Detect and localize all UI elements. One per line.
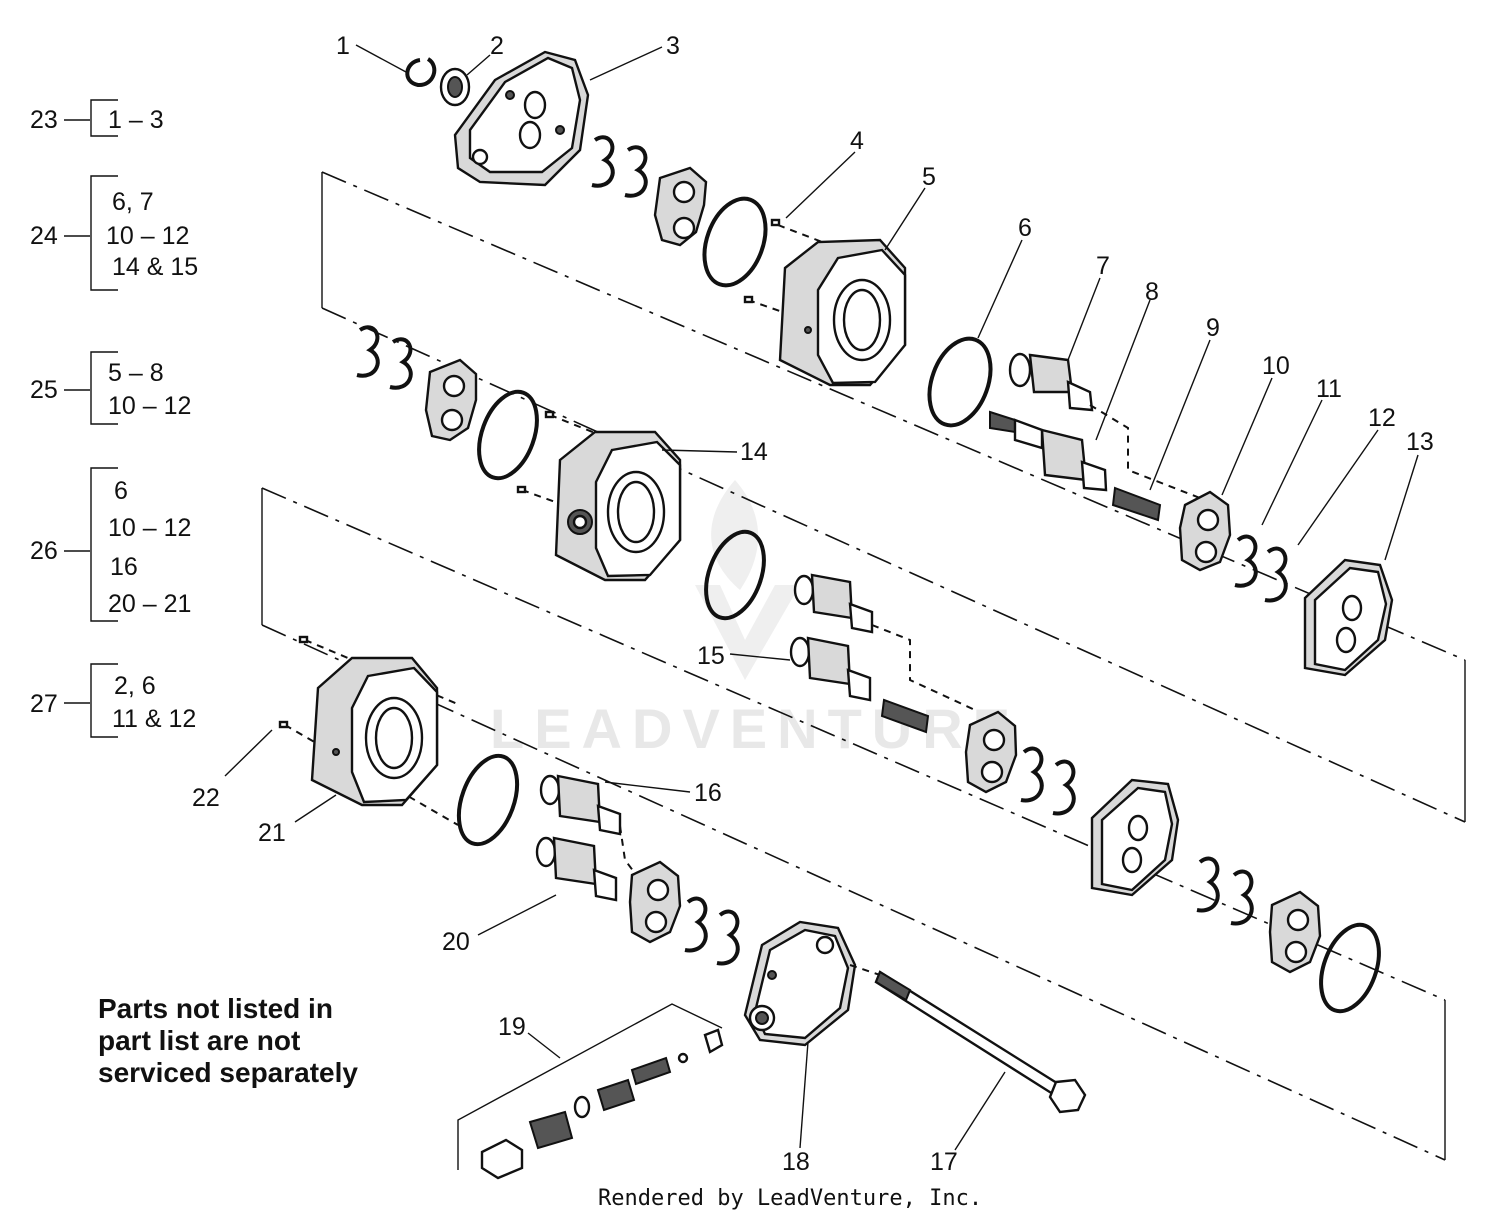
o-ring-top	[702, 196, 768, 288]
callout-10: 10	[1262, 352, 1290, 380]
watermark: LEADVENTURE	[490, 480, 1020, 760]
svg-text:26: 26	[30, 537, 58, 565]
callout-19: 19	[498, 1013, 526, 1041]
bushing-lower	[628, 860, 682, 944]
callout-15: 15	[697, 642, 725, 670]
callout-3: 3	[666, 32, 680, 60]
callout-7: 7	[1096, 252, 1110, 280]
leader-lines	[224, 44, 1419, 1151]
footer-credit: Rendered by LeadVenture, Inc.	[598, 1186, 982, 1211]
svg-text:10 – 12: 10 – 12	[106, 222, 189, 250]
svg-text:part list are not: part list are not	[98, 1025, 300, 1056]
callout-8: 8	[1145, 278, 1159, 306]
part-5-gear-housing	[778, 238, 907, 387]
shaft-dashed-link	[1089, 404, 1201, 499]
part-20-gear	[535, 825, 641, 902]
svg-text:20 – 21: 20 – 21	[108, 590, 191, 618]
callout-18: 18	[782, 1148, 810, 1176]
part-3-end-cover	[453, 50, 590, 187]
bushing-top	[653, 166, 708, 247]
o-ring-middle	[477, 389, 539, 481]
part-9-spring	[1111, 486, 1162, 522]
callout-5: 5	[922, 163, 936, 191]
part-6-o-ring	[927, 336, 993, 428]
svg-text:1 – 3: 1 – 3	[108, 106, 164, 134]
svg-text:16: 16	[110, 553, 138, 581]
callout-17: 17	[930, 1148, 958, 1176]
callout-1: 1	[336, 32, 350, 60]
callout-2: 2	[490, 32, 504, 60]
callout-13: 13	[1406, 428, 1434, 456]
part-21-gear-housing	[310, 656, 439, 807]
seal-set-middle-2	[1020, 746, 1076, 816]
part-17-bolt	[849, 964, 1087, 1114]
part-1-retaining-ring	[405, 57, 437, 87]
part-18-end-cover	[743, 920, 857, 1047]
part-7-drive-gear	[1008, 352, 1094, 412]
svg-text:6, 7: 6, 7	[112, 188, 154, 216]
seal-set-middle	[356, 325, 413, 390]
seal-set-right	[1196, 856, 1254, 926]
svg-text:6: 6	[114, 477, 128, 505]
callout-12: 12	[1368, 404, 1396, 432]
service-note: Parts not listed in part list are not se…	[98, 993, 358, 1088]
svg-text:25: 25	[30, 376, 58, 404]
bushing-middle-2	[964, 710, 1018, 794]
callout-22: 22	[192, 784, 220, 812]
part-13-end-plate	[1303, 558, 1394, 677]
o-ring-middle-2	[704, 529, 766, 621]
part-19-relief-valve	[457, 1003, 724, 1180]
part-2-seal	[439, 67, 471, 107]
part-12-seal	[1264, 546, 1288, 603]
svg-text:27: 27	[30, 690, 58, 718]
svg-text:10 – 12: 10 – 12	[108, 514, 191, 542]
callout-6: 6	[1018, 214, 1032, 242]
callout-numbers: 1 2 3 4 5 6 7 8 9 10 11 12 13 14 15 16 1…	[192, 32, 1434, 1176]
seal-set-lower	[684, 896, 740, 966]
svg-text:2, 6: 2, 6	[114, 672, 156, 700]
svg-text:5 – 8: 5 – 8	[108, 359, 164, 387]
svg-text:14 & 15: 14 & 15	[112, 253, 198, 281]
svg-text:24: 24	[30, 222, 58, 250]
callout-16: 16	[694, 779, 722, 807]
svg-text:11 & 12: 11 & 12	[112, 705, 196, 733]
callout-14: 14	[740, 438, 768, 466]
seal-set-top	[591, 135, 648, 198]
bushing-middle	[424, 358, 478, 442]
group-26: 26 6 10 – 12 16 20 – 21	[30, 467, 191, 622]
watermark-text: LEADVENTURE	[490, 697, 1020, 760]
svg-text:23: 23	[30, 106, 58, 134]
callout-9: 9	[1206, 314, 1220, 342]
group-27: 27 2, 6 11 & 12	[30, 663, 196, 738]
callout-4: 4	[850, 127, 864, 155]
callout-21: 21	[258, 819, 286, 847]
svg-text:Parts not listed in: Parts not listed in	[98, 993, 333, 1024]
part-10-bushing	[1178, 490, 1232, 572]
callout-11: 11	[1316, 375, 1342, 403]
group-24: 24 6, 7 10 – 12 14 & 15	[30, 175, 198, 291]
svg-text:10 – 12: 10 – 12	[108, 392, 191, 420]
bushing-right	[1268, 890, 1322, 974]
group-legend: 23 1 – 3 24 6, 7 10 – 12 14 & 15 25 5 – …	[30, 99, 198, 738]
svg-text:serviced separately: serviced separately	[98, 1057, 358, 1088]
part-16-gear	[539, 774, 622, 836]
group-25: 25 5 – 8 10 – 12	[30, 351, 191, 425]
spring-middle	[880, 698, 930, 734]
o-ring-lower	[456, 753, 520, 847]
group-23: 23 1 – 3	[30, 99, 164, 137]
o-ring-right	[1319, 922, 1381, 1014]
end-plate-middle	[1090, 778, 1180, 897]
callout-20: 20	[442, 928, 470, 956]
part-11-seal	[1234, 534, 1258, 588]
part-15-gears	[789, 573, 976, 711]
part-8-drive-shaft	[989, 410, 1108, 492]
part-14-gear-housing	[554, 430, 682, 582]
